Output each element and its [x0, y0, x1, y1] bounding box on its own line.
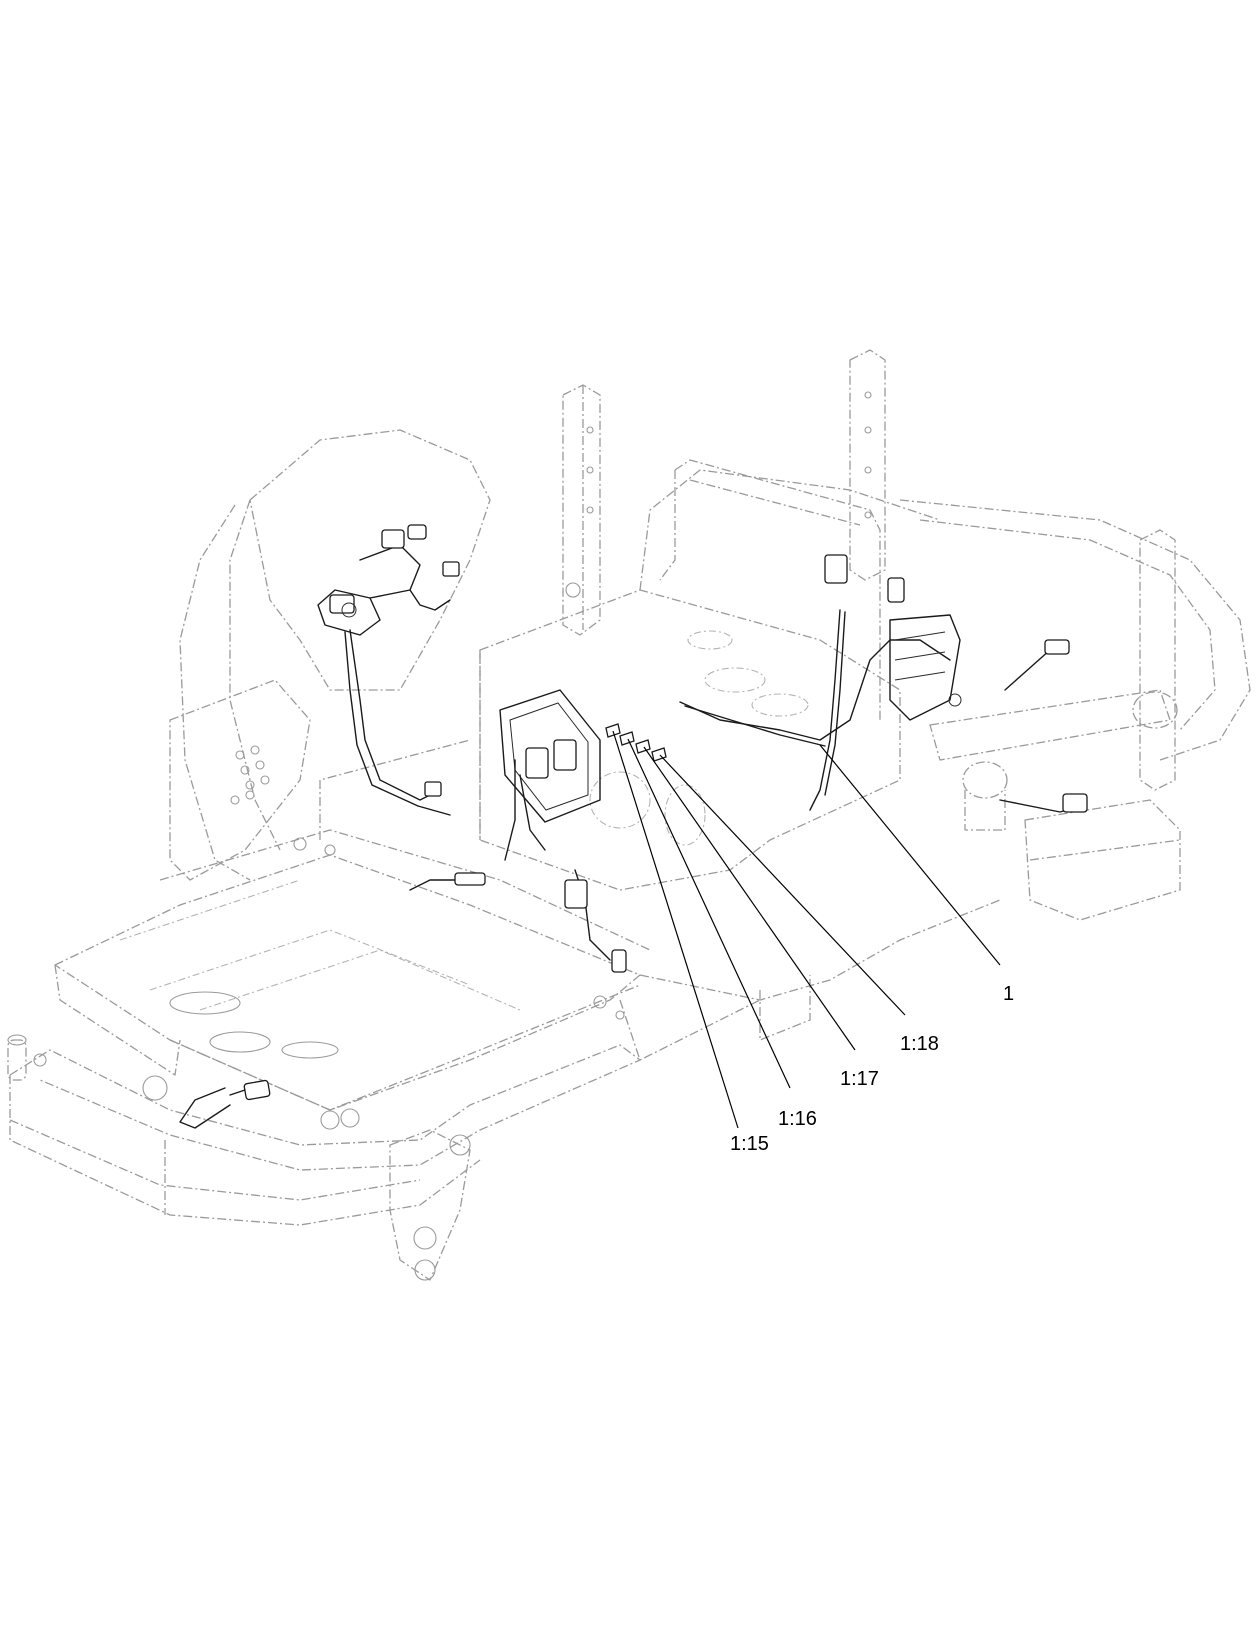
chassis-frame-phantom [7, 349, 1251, 1281]
callout-labels: 1 1:18 1:17 1:16 1:15 [730, 983, 1014, 1155]
leader-1-18 [659, 754, 906, 1016]
leader-1-16 [627, 738, 791, 1089]
callout-1-17: 1:17 [840, 1068, 879, 1090]
leader-1 [819, 744, 1001, 966]
callout-1-15: 1:15 [730, 1133, 769, 1155]
wire-harness [179, 524, 1088, 1129]
leader-1-17 [643, 746, 856, 1051]
callout-1-18: 1:18 [900, 1033, 939, 1055]
leader-1-15 [612, 730, 739, 1129]
callout-1: 1 [1003, 983, 1014, 1005]
leader-lines [612, 730, 1001, 1129]
connector-row [605, 723, 667, 762]
callout-1-16: 1:16 [778, 1108, 817, 1130]
